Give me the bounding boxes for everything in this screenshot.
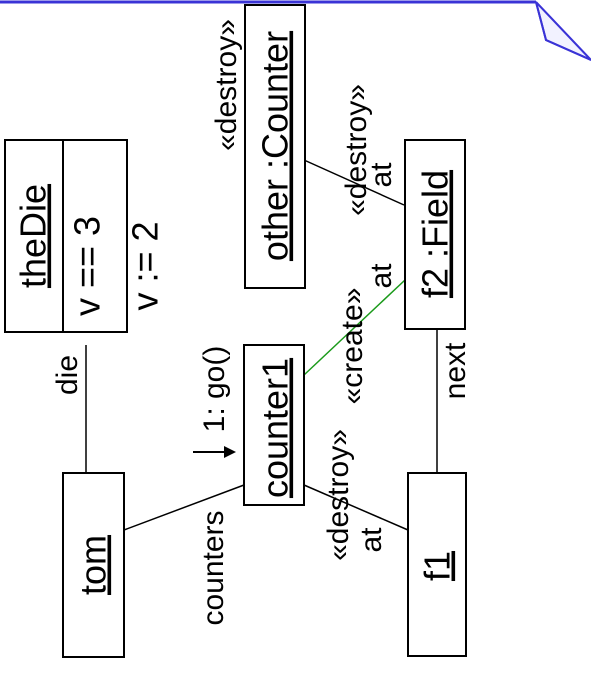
thedie-attr-v-assign: v := 2 (125, 221, 166, 310)
object-f1 (407, 472, 467, 657)
label-go-message: 1: go() (198, 346, 231, 433)
stereotype-destroy-other: «destroy» (210, 19, 243, 151)
object-tom (62, 472, 125, 658)
link-tom-counter1 (123, 484, 245, 531)
link-counter1-f2-created (303, 279, 406, 376)
f2-field-name: f2 :Field (415, 170, 456, 298)
link-other-f2 (303, 159, 405, 206)
stereotype-create: «create» (336, 288, 369, 405)
stereotype-destroy-counter1-f1: «destroy» (322, 429, 355, 561)
thedie-name: theDie (13, 184, 54, 288)
thedie-attr-v-eq: v == 3 (67, 216, 108, 316)
label-die: die (51, 355, 84, 395)
label-next: next (439, 342, 472, 399)
label-at-new: at (365, 263, 398, 289)
f1-name: f1 (417, 551, 458, 581)
tom-name: tom (73, 535, 114, 595)
label-counters: counters (197, 510, 230, 625)
message-arrow-icon (193, 446, 236, 458)
link-counter1-f1 (303, 484, 409, 531)
stereotype-destroy-other-f2: «destroy» (340, 84, 373, 216)
other-counter-name: other :Counter (255, 31, 296, 261)
object-thedie (4, 139, 128, 333)
object-other-counter (244, 4, 306, 289)
counter1-name: counter1 (255, 358, 296, 498)
label-at-f1: at (355, 527, 388, 553)
label-at-other: at (365, 162, 398, 188)
object-f2-field (404, 139, 466, 330)
page-curl-fold (535, 1, 591, 61)
object-counter1 (243, 344, 305, 506)
